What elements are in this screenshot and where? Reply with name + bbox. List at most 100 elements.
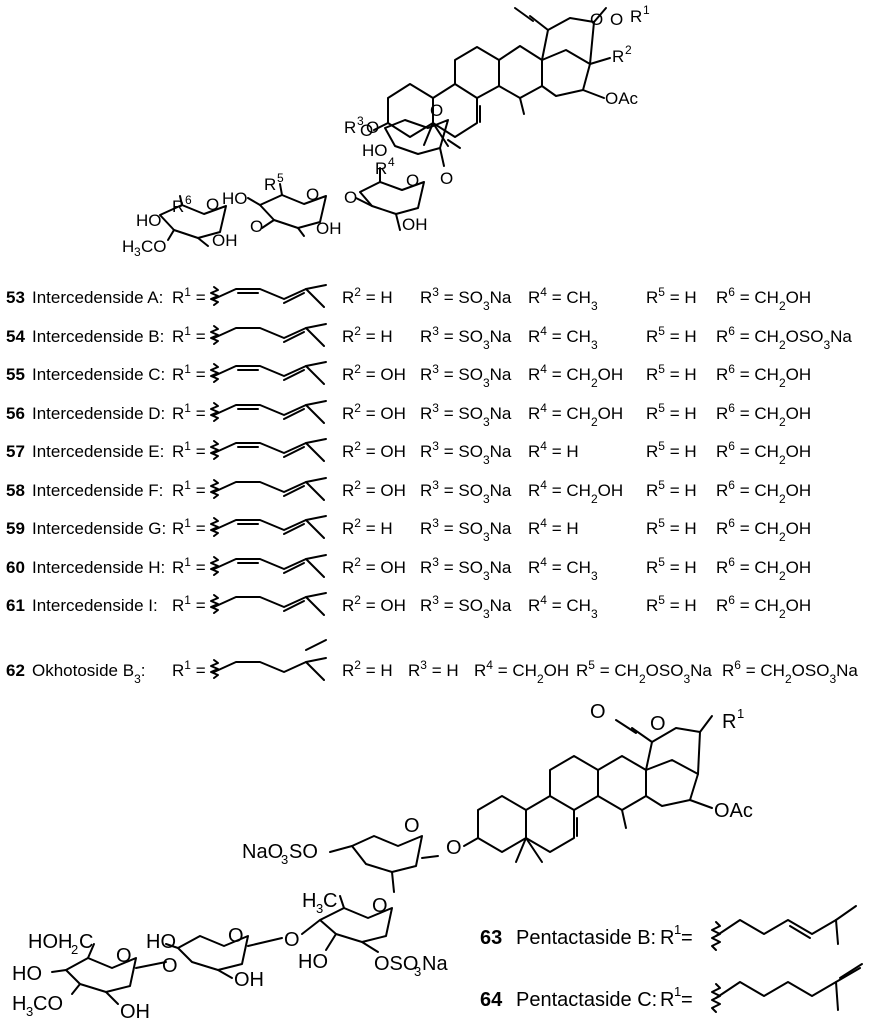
o-link3-label: O — [250, 217, 263, 236]
compound-number: 56 — [6, 404, 25, 423]
r1-label: R1 = — [172, 658, 206, 680]
r5-value: R5 = H — [646, 478, 697, 500]
r1-label: R1 = — [172, 285, 206, 307]
b-o-xyl: O — [404, 815, 420, 837]
legend-63-eq: = — [681, 927, 693, 949]
r1-side-chain — [210, 515, 327, 539]
r5-value: R5 = H — [646, 362, 697, 384]
bottom-aglycone — [463, 715, 713, 863]
r3-value: R3 = SO3Na — [420, 593, 512, 621]
double-bond — [305, 639, 327, 651]
r2-value: R2 = OH — [342, 478, 406, 500]
bottom-sugar-xylose2 — [165, 935, 283, 979]
h3co-b-h: H — [12, 993, 26, 1015]
top-sugar-xylose — [384, 119, 461, 167]
o-link1-label: O — [440, 169, 453, 188]
h3co-b-sub: 3 — [26, 1004, 33, 1019]
r3-value: R3 = SO3Na — [420, 401, 512, 429]
r4-value: R4 = CH3 — [528, 555, 598, 583]
r5-value: R5 = H — [646, 555, 697, 577]
r1-label: R1 = — [172, 439, 206, 461]
h3c-label: H — [302, 890, 316, 912]
r6-value: R6 = CH2OH — [716, 285, 811, 313]
r2-value: R2 = H — [342, 324, 393, 346]
legend-64-name: Pentactaside C: — [516, 989, 657, 1011]
r1-side-chain — [210, 592, 327, 616]
ho-xyl2: HO — [146, 931, 176, 953]
oh-xyl2: OH — [234, 969, 264, 991]
bottom-sugar-labels: NaO 3 SO O H 3 C O HO OSO 3 Na HO O OH O… — [12, 815, 448, 1023]
bottom-sugar-xylose — [329, 835, 439, 893]
b-r1-sup: 1 — [737, 706, 744, 721]
compound-number: 53 — [6, 288, 25, 307]
r1-side-chain — [210, 477, 327, 501]
compound-number: 60 — [6, 558, 25, 577]
r1-label: R1 = — [172, 593, 206, 615]
legend-63: 63 Pentactaside B: R 1 = — [480, 922, 693, 949]
r2-value: R2 = OH — [342, 593, 406, 615]
compound-number: 55 — [6, 365, 25, 384]
legend-64: 64 Pentactaside C: R 1 = — [480, 984, 693, 1011]
r1-side-chain — [210, 657, 327, 681]
r5-value: R5 = H — [646, 516, 697, 538]
o-xyl2: O — [228, 925, 244, 947]
b-o-qui: O — [372, 895, 388, 917]
legend-63-sup: 1 — [674, 922, 681, 937]
r4-value: R4 = CH2OH — [528, 362, 623, 390]
r5-value: R5 = H — [646, 285, 697, 307]
r6-sup: 6 — [185, 193, 192, 207]
r1-label: R1 = — [172, 555, 206, 577]
r1-label: R1 = — [172, 478, 206, 500]
r1-side-chain — [210, 554, 327, 578]
hoh2c-sub: 2 — [71, 942, 78, 957]
top-sugar-methylglucose — [159, 195, 227, 247]
o-glc-label: O — [306, 185, 319, 204]
r1-side-chain — [210, 361, 327, 385]
o-link2-label: O — [344, 188, 357, 207]
o-ring: O — [610, 10, 623, 29]
r1-label: R1 = — [172, 516, 206, 538]
r5-sup: 5 — [277, 171, 284, 185]
o-mglc-label: O — [206, 195, 219, 214]
h3co-sub-label: 3 — [134, 245, 141, 259]
r5-label: R — [264, 175, 276, 194]
ho-glc-label: HO — [222, 189, 248, 208]
r3-o-label: O — [366, 118, 379, 137]
r1-side-chain — [210, 284, 327, 308]
b-r1-label: R — [722, 711, 736, 733]
r3-sup: 3 — [357, 114, 364, 128]
top-sugar-quinovose — [355, 167, 425, 231]
r6-value: R6 = CH2OH — [716, 516, 811, 544]
r4-value: R4 = CH2OH — [528, 478, 623, 506]
r4-value: R4 = CH2OH — [474, 658, 569, 686]
o-link-b: O — [162, 955, 178, 977]
compound-number: 58 — [6, 481, 25, 500]
naso-sub: 3 — [281, 852, 288, 867]
oso3na-sub: 3 — [414, 964, 421, 979]
compound-name: Intercedenside E: — [32, 442, 164, 461]
legend-64-sup: 1 — [674, 984, 681, 999]
o-glc-b: O — [116, 945, 132, 967]
b-oac-label: OAc — [714, 800, 753, 822]
r4-value: R4 = CH2OH — [528, 401, 623, 429]
r2-value: R2 = OH — [342, 555, 406, 577]
b-ho-qui: HO — [298, 951, 328, 973]
legend-64-chain — [711, 963, 863, 1013]
b-o-glyco-label: O — [446, 837, 462, 859]
o-link-a: O — [284, 929, 300, 951]
r2-value: R2 = H — [342, 285, 393, 307]
r6-value: R6 = CH2OH — [716, 478, 811, 506]
r4-value: R4 = CH3 — [528, 593, 598, 621]
h3co-h-label: H — [122, 237, 134, 256]
ho-glc-b: HO — [12, 963, 42, 985]
compound-name: Intercedenside H: — [32, 558, 165, 577]
r6-value: R6 = CH2OH — [716, 555, 811, 583]
ho-mglc-label: HO — [136, 211, 162, 230]
compound-name: Intercedenside A: — [32, 288, 163, 307]
r6-value: R6 = CH2OSO3Na — [722, 658, 858, 686]
r2-value: R2 = OH — [342, 401, 406, 423]
